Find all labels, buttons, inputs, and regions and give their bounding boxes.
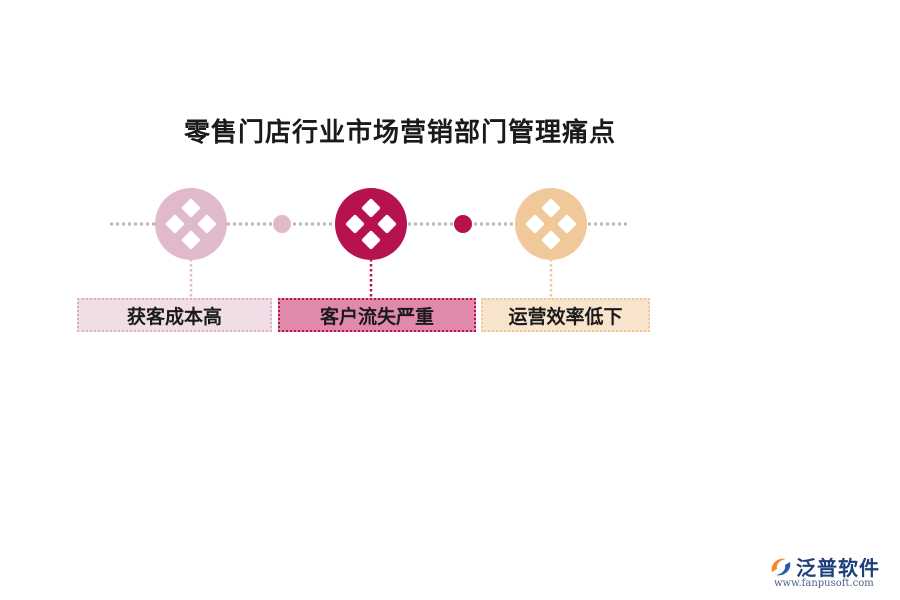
node-3-circle — [515, 188, 587, 260]
connector-dot — [273, 215, 291, 233]
logo-name: 泛普软件 — [796, 556, 880, 580]
connector-dot — [454, 215, 472, 233]
diamond-grid-icon — [525, 198, 577, 250]
label-customer-churn: 客户流失严重 — [278, 298, 476, 332]
diamond-grid-icon — [345, 198, 397, 250]
node-1-circle — [155, 188, 227, 260]
label-operational-efficiency: 运营效率低下 — [481, 298, 650, 332]
label-acquisition-cost: 获客成本高 — [77, 298, 272, 332]
page-title: 零售门店行业市场营销部门管理痛点 — [183, 118, 616, 148]
node-2-circle — [335, 188, 407, 260]
diamond-grid-icon — [165, 198, 217, 250]
logo-swirl-icon — [771, 558, 791, 576]
brand-logo: 泛普软件 www.fanpusoft.com — [768, 550, 893, 592]
logo-url: www.fanpusoft.com — [774, 578, 874, 589]
